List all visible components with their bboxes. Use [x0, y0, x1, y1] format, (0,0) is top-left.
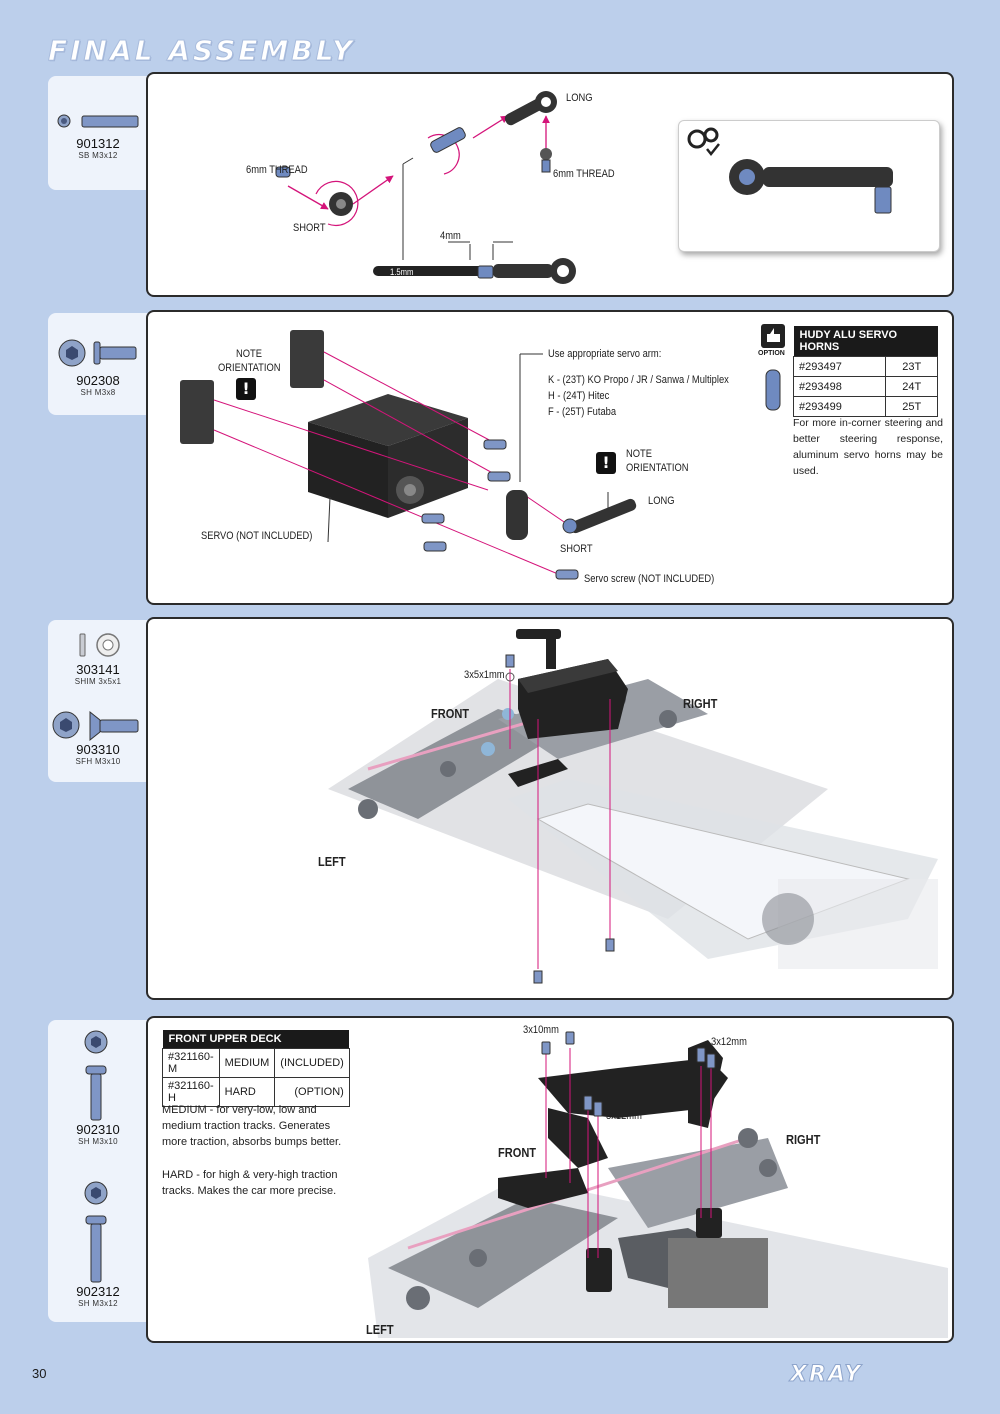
- label-screw-3x12: 3x12mm: [606, 1110, 642, 1122]
- label-thread-right: 6mm THREAD: [553, 168, 615, 180]
- step1-panel: LONG 6mm THREAD 6mm THREAD SHORT 4mm 1.5…: [146, 72, 954, 297]
- servo-arm-heading: Use appropriate servo arm:: [548, 348, 662, 360]
- label-gap: 4mm: [440, 230, 461, 242]
- servo-arm-note: Use appropriate servo arm: K - (23T) KO …: [548, 346, 729, 420]
- assembled-ball-joint-inset: [678, 120, 940, 252]
- upper-deck-diagram: [368, 1031, 948, 1338]
- part-desc: SH M3x10: [78, 1137, 118, 1146]
- part-number: 902312: [76, 1284, 120, 1299]
- step2-panel: NOTE ORIENTATION ! SERVO (NOT INCLUDED) …: [146, 310, 954, 605]
- table-title: HUDY ALU SERVO HORNS: [793, 326, 938, 357]
- chassis-servo-diagram: [328, 629, 938, 984]
- label-note2: NOTE: [626, 448, 652, 460]
- part-number: 902308: [76, 373, 120, 388]
- part-desc: SH M3x12: [78, 1299, 118, 1308]
- label-left: LEFT: [366, 1322, 394, 1337]
- label-front: FRONT: [431, 706, 470, 721]
- label-tool: 1.5mm: [390, 267, 414, 277]
- gear-check-icon: [687, 127, 893, 214]
- label-front: FRONT: [498, 1145, 537, 1160]
- part-number: 901312: [76, 136, 120, 151]
- part-desc: SHIM 3x5x1: [74, 677, 122, 686]
- label-short: SHORT: [560, 543, 593, 555]
- socket-head-screw-icon: [58, 339, 137, 367]
- label-short: SHORT: [293, 222, 326, 234]
- label-note1: NOTE: [236, 348, 262, 360]
- label-servo: SERVO (NOT INCLUDED): [201, 530, 313, 542]
- label-left: LEFT: [318, 854, 346, 869]
- label-right: RIGHT: [683, 696, 718, 711]
- label-orientation1: ORIENTATION: [218, 362, 281, 374]
- part-desc: SH M3x8: [80, 388, 116, 397]
- shim-and-screw-icons: [52, 633, 139, 742]
- ball-joint-diagram: [275, 91, 576, 284]
- brand-logo: XRAY: [789, 1362, 863, 1388]
- step3-panel: 3x5x1mm FRONT RIGHT LEFT: [146, 617, 954, 1000]
- servo-diagram: [180, 324, 785, 580]
- servo-arm-line: H - (24T) Hitec: [548, 390, 610, 402]
- option-note: For more in-corner steering and better s…: [793, 417, 943, 477]
- label-servo-screw: Servo screw (NOT INCLUDED): [584, 573, 715, 585]
- label-thread-left: 6mm THREAD: [246, 164, 308, 176]
- label-long: LONG: [648, 495, 675, 507]
- option-badge: OPTION: [758, 350, 785, 357]
- warning-icon: !: [236, 378, 256, 400]
- cap-screw-icons: [84, 1030, 108, 1283]
- part-desc: SFH M3x10: [75, 757, 121, 766]
- servo-arm-line: F - (25T) Futaba: [548, 406, 617, 418]
- warning-icon: !: [596, 452, 616, 474]
- table-title: FRONT UPPER DECK: [162, 1030, 350, 1049]
- servo-arm-line: K - (23T) KO Propo / JR / Sanwa / Multip…: [548, 374, 729, 386]
- part-number: 903310: [76, 742, 120, 757]
- page-number: 30: [32, 1366, 47, 1381]
- label-screw-3x12: 3x12mm: [711, 1036, 747, 1048]
- part-number: 303141: [76, 662, 120, 677]
- label-orientation2: ORIENTATION: [626, 462, 689, 474]
- note-medium: MEDIUM - for very-low, low and medium tr…: [162, 1104, 342, 1148]
- note-hard: HARD - for high & very-high traction tra…: [162, 1169, 338, 1197]
- part-number: 902310: [76, 1122, 120, 1137]
- label-shim: 3x5x1mm: [464, 669, 505, 681]
- part-desc: SB M3x12: [78, 151, 118, 160]
- label-right: RIGHT: [786, 1132, 821, 1147]
- label-long: LONG: [566, 92, 593, 104]
- page-title: FINAL ASSEMBLY: [47, 34, 356, 68]
- screw-icon: [57, 114, 139, 128]
- label-screw-3x10: 3x10mm: [523, 1024, 559, 1036]
